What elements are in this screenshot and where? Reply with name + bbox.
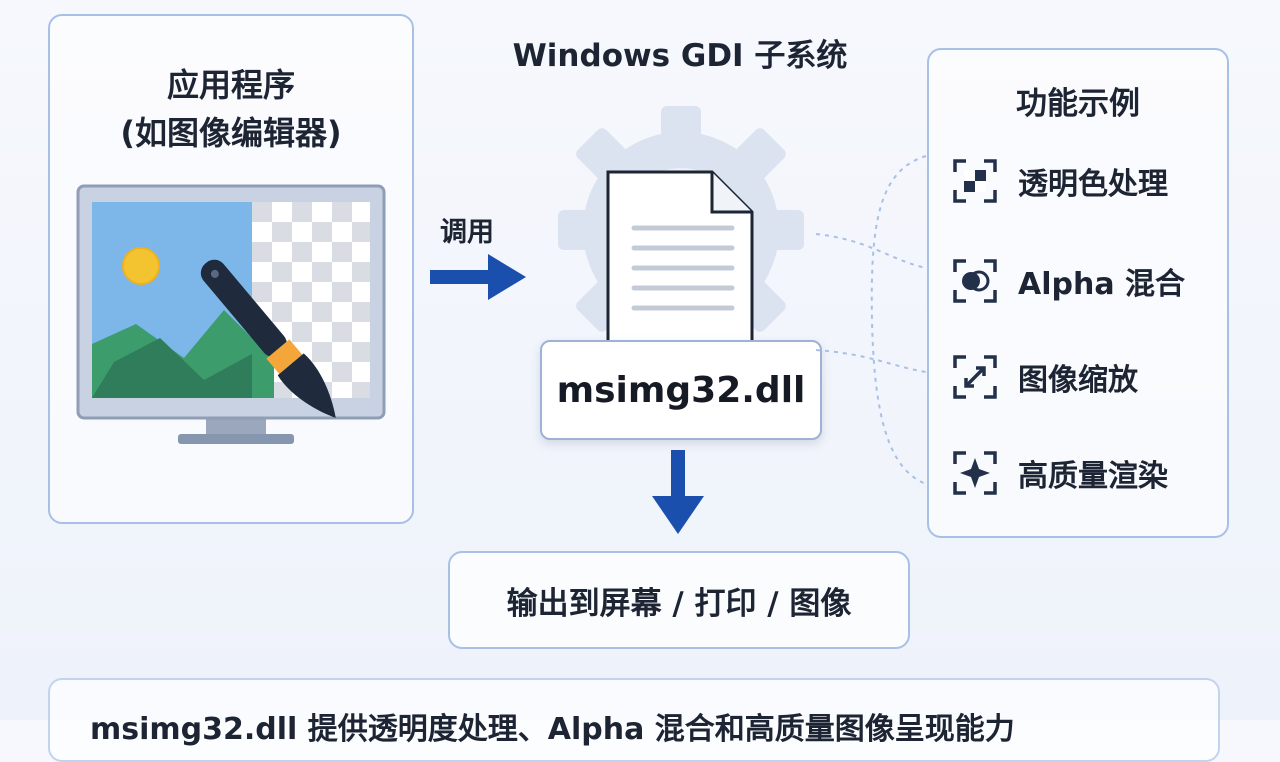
- feature-item-scale: 图像缩放: [952, 354, 1138, 400]
- application-panel: 应用程序 (如图像编辑器): [48, 14, 414, 524]
- feature-connectors: [815, 155, 927, 485]
- feature-item-render: 高质量渲染: [952, 450, 1168, 496]
- feature-label: 图像缩放: [1018, 363, 1138, 398]
- output-label: 输出到屏幕 / 打印 / 图像: [506, 585, 852, 622]
- document-gear-icon: [558, 106, 804, 350]
- feature-item-transparency: 透明色处理: [952, 158, 1168, 204]
- image-editor-monitor-brush-icon: [76, 184, 386, 444]
- call-label: 调用: [440, 217, 494, 248]
- dll-box: msimg32.dll: [540, 340, 822, 440]
- subsystem-title: Windows GDI 子系统: [512, 38, 848, 74]
- sparkle-render-icon: [953, 451, 997, 495]
- summary-box: msimg32.dll 提供透明度处理、Alpha 混合和高质量图像呈现能力: [48, 678, 1220, 762]
- features-title: 功能示例: [1016, 86, 1140, 122]
- feature-item-alpha: Alpha 混合: [952, 258, 1185, 304]
- call-arrow: [430, 254, 526, 300]
- transparency-focus-icon: [953, 159, 997, 203]
- application-title: 应用程序: [166, 66, 295, 104]
- application-subtitle: (如图像编辑器): [120, 114, 342, 152]
- dll-name: msimg32.dll: [556, 369, 806, 411]
- feature-label: 透明色处理: [1018, 167, 1168, 202]
- expand-arrows-icon: [953, 355, 997, 399]
- features-panel: [927, 48, 1229, 538]
- alpha-blend-icon: [953, 259, 997, 303]
- feature-label: 高质量渲染: [1018, 459, 1168, 494]
- feature-label: Alpha 混合: [1018, 267, 1186, 302]
- summary-text: msimg32.dll 提供透明度处理、Alpha 混合和高质量图像呈现能力: [90, 712, 1015, 747]
- output-arrow: [652, 450, 704, 534]
- output-box: 输出到屏幕 / 打印 / 图像: [448, 551, 910, 649]
